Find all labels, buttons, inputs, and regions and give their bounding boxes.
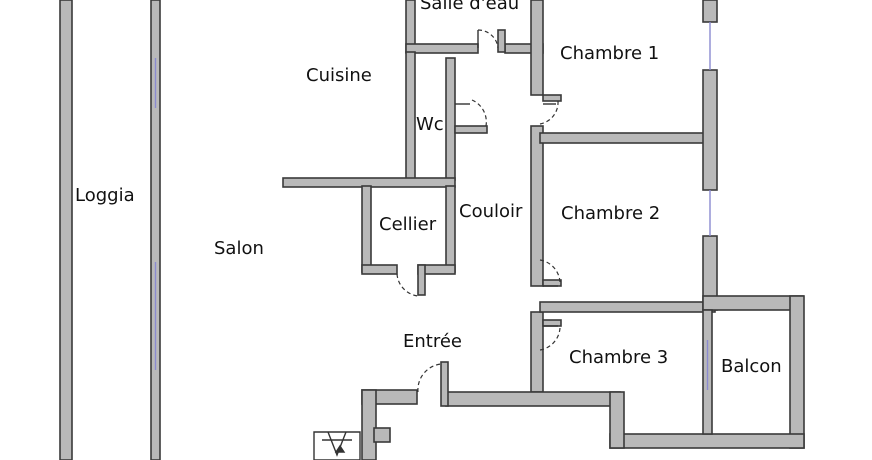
wall-bottom-step — [609, 391, 625, 449]
wall-balcon-right — [789, 295, 805, 449]
wall-stair-left — [361, 389, 377, 460]
wall-balcon-top — [702, 295, 804, 311]
wall-wc-door-stub — [454, 125, 488, 134]
wall-entry-post — [440, 361, 449, 407]
wall-balcon-bottom — [609, 433, 805, 449]
door-cellier — [396, 273, 419, 297]
wall-sde-right — [530, 0, 544, 96]
wall-cellier-left — [361, 185, 372, 273]
stair-symbol — [313, 431, 361, 460]
wall-stair-right — [373, 427, 391, 443]
room-label-chambre2: Chambre 2 — [561, 203, 661, 224]
wall-ch1-ch2 — [539, 132, 716, 144]
room-label-couloir: Couloir — [459, 201, 523, 222]
wall-loggia-right — [150, 0, 161, 460]
door-entree — [417, 363, 442, 393]
wall-corridor-right-2 — [530, 311, 544, 393]
wall-door-stub-2 — [542, 279, 562, 287]
wall-door-stub-3 — [542, 319, 562, 327]
wall-sde-mid — [497, 29, 506, 53]
room-label-chambre3: Chambre 3 — [569, 347, 669, 368]
room-label-wc: Wc — [416, 114, 444, 135]
door-salle-deau — [477, 29, 499, 49]
wall-bottom-right — [445, 391, 621, 407]
wall-loggia-left — [59, 0, 73, 460]
wall-cellier-door-post — [417, 264, 426, 296]
door-chambre2 — [539, 259, 561, 287]
wall-wc-left — [405, 51, 416, 181]
room-label-salle-deau: Salle d'eau — [420, 0, 520, 14]
wall-corridor-right-1 — [530, 125, 544, 287]
door-chambre3 — [539, 325, 561, 351]
door-wc — [455, 99, 487, 127]
room-label-cellier: Cellier — [379, 214, 437, 235]
room-label-entree: Entrée — [403, 331, 462, 352]
room-label-salon: Salon — [214, 238, 264, 259]
room-label-chambre1: Chambre 1 — [560, 43, 660, 64]
wall-cellier-bottom-left — [361, 264, 398, 275]
wall-wc-right — [445, 57, 456, 181]
wall-right-ch1 — [702, 69, 718, 191]
room-label-balcon: Balcon — [721, 356, 782, 377]
wall-ch2-ch3 — [539, 301, 716, 313]
wall-right-top — [702, 0, 718, 23]
wall-sde-bottom-left — [405, 43, 479, 54]
door-chambre1 — [539, 100, 559, 125]
room-label-loggia: Loggia — [75, 185, 135, 206]
wall-cellier-right — [445, 185, 456, 273]
room-label-cuisine: Cuisine — [306, 65, 372, 86]
wall-door-stub-1 — [542, 94, 562, 102]
